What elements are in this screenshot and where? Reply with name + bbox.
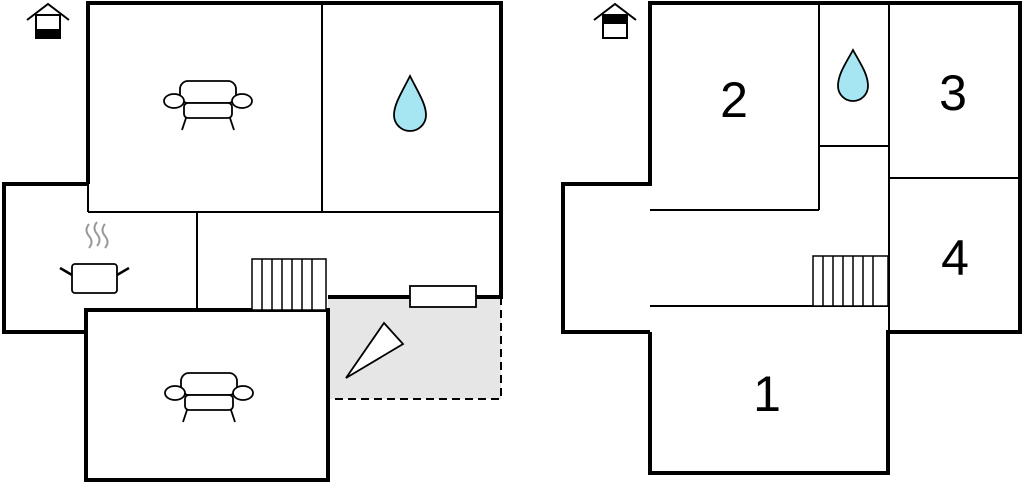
window-icon [409, 285, 477, 308]
room-number-2: 2 [720, 72, 748, 128]
sofa-icon [163, 80, 253, 131]
house-upper-level-icon [593, 2, 637, 39]
ground-floor-outer-wall [86, 1, 503, 299]
room-number-3: 3 [939, 65, 967, 121]
room-number-4: 4 [941, 230, 969, 286]
terrace-umbrella-icon [345, 321, 405, 379]
ground-floor-plan [2, 1, 503, 482]
terrace-area [328, 297, 502, 400]
cooking-pot-icon [59, 221, 130, 294]
stairs-icon [251, 258, 327, 311]
house-ground-level-icon [26, 2, 70, 39]
upper-floor-plan: 2 3 4 1 [561, 1, 1022, 475]
stairs-icon [812, 255, 889, 307]
bottom-living-room-wall [84, 308, 330, 482]
upper-floor-outer-wall [561, 1, 1022, 475]
water-drop-icon [393, 73, 427, 132]
sofa-icon [164, 372, 254, 423]
kitchen-outer-wall [2, 182, 88, 334]
room-number-1: 1 [753, 366, 781, 422]
water-drop-icon [837, 48, 869, 102]
